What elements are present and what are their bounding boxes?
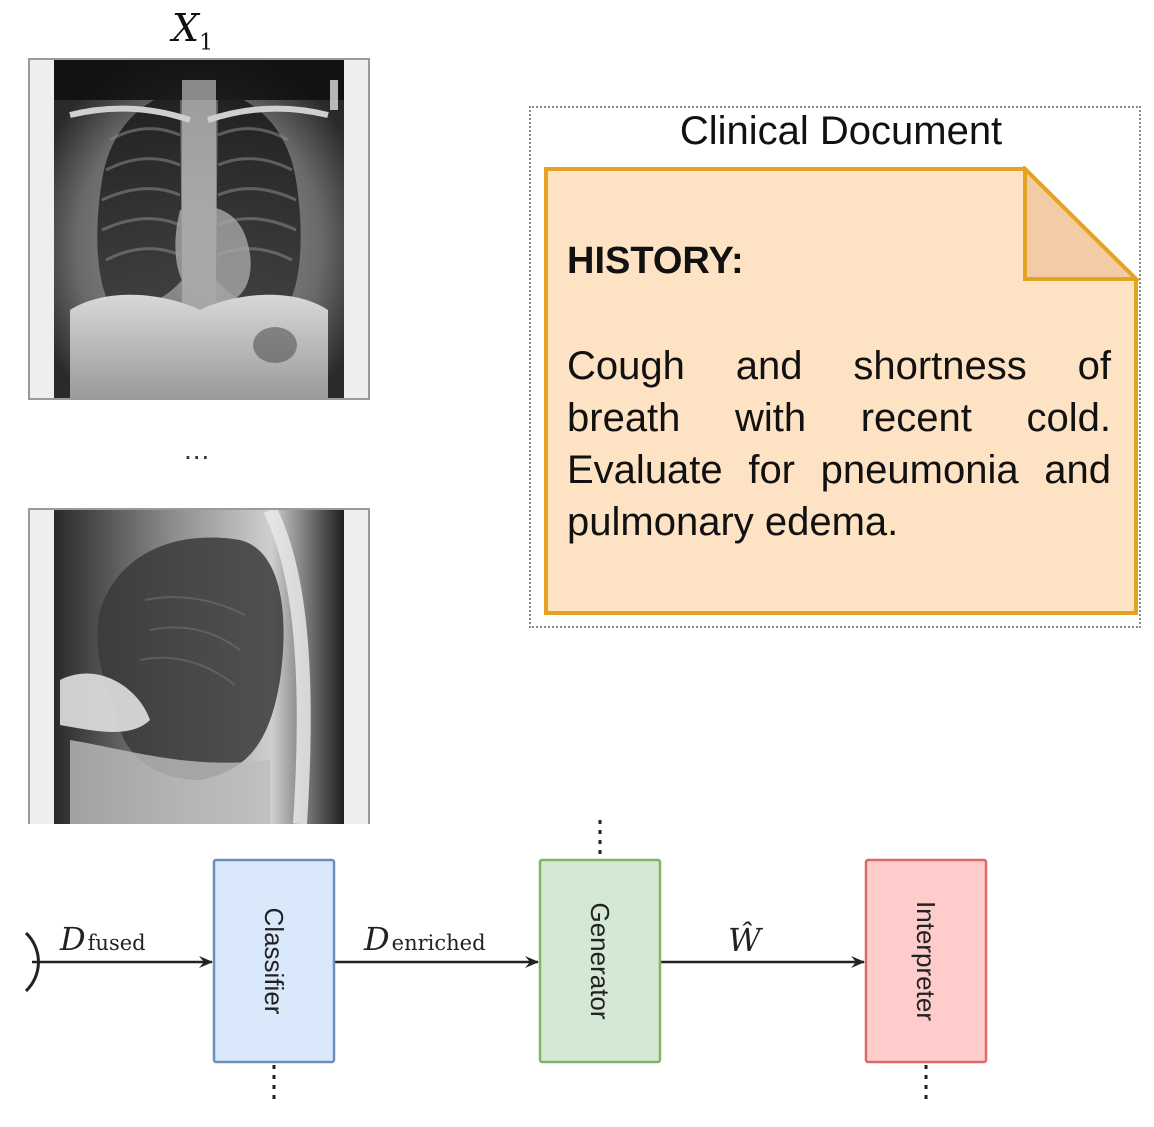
classifier-block: Classifier: [212, 858, 336, 1064]
interpreter-block: Interpreter: [864, 858, 988, 1064]
generator-label: Generator: [585, 902, 615, 1019]
clinical-document-title: Clinical Document: [679, 109, 1003, 153]
edge-label-w-hat: Ŵ: [728, 921, 764, 959]
image-set-label: X1: [172, 6, 214, 56]
edge-label-enriched: Denriched: [363, 920, 486, 958]
edge-label-enriched-main: D: [363, 920, 390, 958]
note-icon: [544, 166, 1139, 615]
clinical-document-panel: [529, 106, 1141, 628]
classifier-label: Classifier: [259, 908, 289, 1015]
edge-label-w-hat-main: Ŵ: [728, 921, 764, 959]
interpreter-label: Interpreter: [911, 901, 941, 1021]
edge-label-fused: Dfused: [59, 920, 146, 958]
image-sequence-ellipsis: ...: [184, 434, 211, 465]
pipeline-diagram: Classifier Generator Interpreter Dfused …: [24, 820, 988, 1105]
edge-label-fused-sub: fused: [88, 931, 146, 955]
clinical-document-heading: HISTORY:: [567, 240, 744, 282]
lateral-chest-xray-image: [28, 508, 370, 824]
frontal-chest-xray-image: [28, 58, 370, 400]
edge-label-enriched-sub: enriched: [392, 931, 486, 955]
edge-label-fused-main: D: [59, 920, 86, 958]
generator-block: Generator: [538, 858, 662, 1064]
clinical-document-body: Cough and shortness of breath with recen…: [567, 344, 1111, 544]
